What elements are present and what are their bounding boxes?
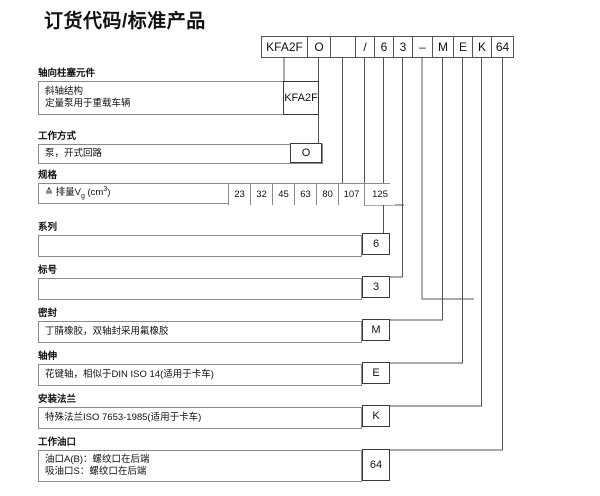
- section-index: 标号 3: [38, 265, 390, 300]
- section-label-operating-mode: 工作方式: [38, 131, 77, 142]
- section-description-axial-piston-unit: 斜轴结构定量泵用于重载车辆: [39, 82, 317, 114]
- description-line: 吸油口S：螺纹口在后端: [45, 466, 147, 477]
- section-label-shaft-end: 轴伸: [38, 351, 58, 362]
- connector-size: [342, 58, 390, 185]
- section-row-working-ports: 油口A(B)：螺纹口在后端吸油口S：螺纹口在后端: [38, 450, 362, 482]
- selected-code-operating-mode[interactable]: O: [290, 143, 322, 163]
- section-row-mounting-flange: 特殊法兰ISO 7653-1985(适用于卡车): [38, 407, 362, 429]
- connector-dash: [421, 58, 474, 300]
- section-operating-mode: 工作方式泵，开式回路 O: [38, 131, 323, 164]
- section-row-series: [38, 235, 362, 257]
- section-label-axial-piston-unit: 轴向柱塞元件: [38, 68, 96, 79]
- section-label-size: 规格: [38, 170, 58, 181]
- order-code-cell-series[interactable]: 6: [374, 36, 393, 58]
- section-label-series: 系列: [38, 222, 58, 233]
- order-code-cell-seal[interactable]: M: [432, 36, 453, 58]
- size-option[interactable]: 107: [339, 184, 365, 205]
- section-mounting-flange: 安装法兰特殊法兰ISO 7653-1985(适用于卡车) K: [38, 394, 390, 429]
- description-line: 泵，开式回路: [45, 147, 103, 159]
- description-line: ≙ 排量Vg (cm3): [45, 185, 111, 200]
- selected-code-seal[interactable]: M: [362, 319, 390, 341]
- section-label-seal: 密封: [38, 308, 58, 319]
- section-label-working-ports: 工作油口: [38, 437, 77, 448]
- section-description-shaft-end: 花键轴，相似于DIN ISO 14(适用于卡车): [39, 365, 361, 385]
- section-row-seal: 丁腈橡胶，双轴封采用氟橡胶: [38, 321, 362, 343]
- order-code-cell-dash[interactable]: –: [412, 36, 432, 58]
- order-code-cell-flange[interactable]: K: [472, 36, 491, 58]
- size-option[interactable]: 32: [251, 184, 273, 205]
- size-option[interactable]: 125: [365, 184, 395, 205]
- section-label-index: 标号: [38, 265, 58, 276]
- section-row-shaft-end: 花键轴，相似于DIN ISO 14(适用于卡车): [38, 364, 362, 386]
- connector-ports: [390, 58, 503, 451]
- description-line: 油口A(B)：螺纹口在后端: [45, 453, 150, 465]
- connector-series: [383, 58, 390, 235]
- order-code-cell-operating-mode[interactable]: O: [307, 36, 330, 58]
- section-description-operating-mode: 泵，开式回路: [39, 145, 322, 163]
- size-option[interactable]: 45: [273, 184, 295, 205]
- section-series: 系列 6: [38, 222, 390, 257]
- connector-index: [390, 58, 403, 278]
- connector-seal: [390, 58, 443, 321]
- section-row-axial-piston-unit: 斜轴结构定量泵用于重载车辆: [38, 81, 318, 115]
- selected-code-working-ports[interactable]: 64: [362, 449, 390, 481]
- size-option[interactable]: 80: [317, 184, 339, 205]
- section-row-operating-mode: 泵，开式回路: [38, 144, 323, 164]
- description-line: 花键轴，相似于DIN ISO 14(适用于卡车): [45, 368, 214, 380]
- description-line: 特殊法兰ISO 7653-1985(适用于卡车): [45, 411, 202, 423]
- section-shaft-end: 轴伸花键轴，相似于DIN ISO 14(适用于卡车) E: [38, 351, 390, 386]
- connector-flange: [390, 58, 482, 407]
- section-row-index: [38, 278, 362, 300]
- size-option[interactable]: 63: [295, 184, 317, 205]
- order-code-cell-type[interactable]: KFA2F: [261, 36, 307, 58]
- description-line: 丁腈橡胶，双轴封采用氟橡胶: [45, 325, 169, 337]
- connector-shaft: [390, 58, 463, 364]
- order-code-cell-ports[interactable]: 64: [491, 36, 514, 58]
- section-description-series: [39, 236, 361, 256]
- selected-code-shaft-end[interactable]: E: [362, 362, 390, 384]
- section-label-mounting-flange: 安装法兰: [38, 394, 77, 405]
- selected-code-series[interactable]: 6: [362, 233, 390, 255]
- selected-code-mounting-flange[interactable]: K: [362, 405, 390, 427]
- selected-code-axial-piston-unit[interactable]: KFA2F: [283, 81, 319, 115]
- selected-code-index[interactable]: 3: [362, 276, 390, 298]
- section-description-index: [39, 279, 361, 299]
- order-code-cell-size[interactable]: [330, 36, 355, 58]
- page-title: 订货代码/标准产品: [44, 11, 206, 32]
- size-option[interactable]: 23: [229, 184, 251, 205]
- description-line: 定量泵用于重载车辆: [45, 98, 131, 109]
- section-description-seal: 丁腈橡胶，双轴封采用氟橡胶: [39, 322, 361, 342]
- section-seal: 密封丁腈橡胶，双轴封采用氟橡胶 M: [38, 308, 390, 343]
- section-description-working-ports: 油口A(B)：螺纹口在后端吸油口S：螺纹口在后端: [39, 451, 361, 481]
- order-code-cell-slash[interactable]: /: [355, 36, 374, 58]
- order-code-cell-index[interactable]: 3: [393, 36, 412, 58]
- section-description-size: ≙ 排量Vg (cm3): [39, 184, 389, 203]
- description-line: 斜轴结构: [45, 85, 84, 97]
- order-code-cell-shaft[interactable]: E: [453, 36, 472, 58]
- section-description-mounting-flange: 特殊法兰ISO 7653-1985(适用于卡车): [39, 408, 361, 428]
